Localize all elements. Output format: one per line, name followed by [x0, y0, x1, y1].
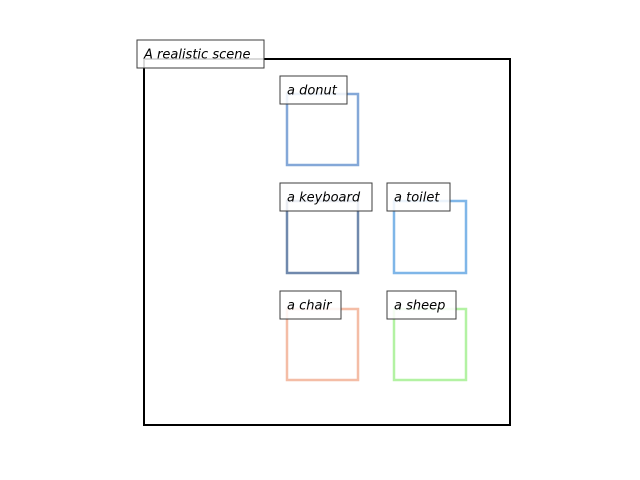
keyboard-box: [285, 199, 360, 275]
sheep-box: [392, 307, 468, 382]
toilet-box: [392, 199, 468, 275]
chair-box: [285, 307, 360, 382]
chair-label: a chair: [279, 290, 342, 320]
svg-text:A realistic scene: A realistic scene: [143, 48, 250, 63]
svg-text:a keyboard: a keyboard: [287, 191, 361, 206]
scene-frame: [143, 58, 511, 426]
sheep-label: a sheep: [386, 290, 457, 320]
donut-label: a donut: [279, 75, 348, 105]
scene-label: A realistic scene: [136, 39, 265, 69]
svg-text:a chair: a chair: [287, 299, 333, 314]
svg-text:a toilet: a toilet: [394, 191, 440, 206]
toilet-label: a toilet: [386, 182, 451, 212]
keyboard-label: a keyboard: [279, 182, 373, 212]
svg-text:a sheep: a sheep: [394, 299, 445, 314]
svg-text:a donut: a donut: [287, 84, 338, 99]
donut-box: [285, 92, 360, 167]
